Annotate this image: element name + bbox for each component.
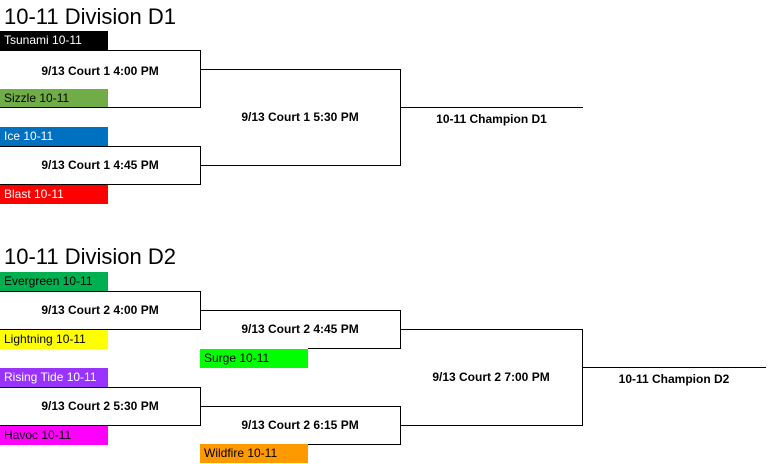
bracket-line — [400, 425, 583, 426]
team-d1-3[interactable]: Blast 10-11 — [0, 185, 108, 204]
team-d2-2[interactable]: Rising Tide 10-11 — [0, 368, 108, 387]
game-label: 9/13 Court 2 6:15 PM — [241, 418, 359, 432]
bracket-line — [400, 107, 583, 108]
bracket-line — [400, 329, 583, 330]
team-d1-0[interactable]: Tsunami 10-11 — [0, 31, 108, 50]
bracket-line — [0, 184, 201, 185]
bracket-line — [582, 367, 766, 368]
bracket-line — [200, 69, 401, 70]
bracket-line — [400, 69, 401, 166]
bracket-line — [0, 291, 201, 292]
bracket-line — [582, 329, 583, 426]
bracket-line — [0, 425, 201, 426]
champion-label: 10-11 Champion D1 — [436, 112, 547, 126]
team-d2-3[interactable]: Havoc 10-11 — [0, 426, 108, 445]
game-label: 9/13 Court 2 4:45 PM — [241, 322, 359, 336]
bracket-line — [200, 50, 201, 108]
champion-label: 10-11 Champion D2 — [618, 372, 730, 386]
bracket-line — [0, 387, 201, 388]
bracket-line — [0, 107, 201, 108]
game-label: 9/13 Court 2 7:00 PM — [432, 370, 550, 384]
division-d1-title: 10-11 Division D1 — [4, 4, 177, 29]
bracket-line — [200, 165, 401, 166]
bracket-line — [0, 50, 201, 51]
team-d2-0[interactable]: Evergreen 10-11 — [0, 272, 108, 291]
game-label: 9/13 Court 1 4:45 PM — [41, 158, 159, 172]
team-d1-1[interactable]: Sizzle 10-11 — [0, 89, 108, 108]
division-d2-title: 10-11 Division D2 — [4, 244, 177, 269]
game-label: 9/13 Court 1 5:30 PM — [241, 110, 359, 124]
bracket-line — [308, 348, 401, 349]
game-label: 9/13 Court 2 4:00 PM — [41, 303, 159, 317]
bracket-line — [200, 406, 401, 407]
bracket-line — [308, 444, 401, 445]
bracket-line — [0, 329, 201, 330]
team-d2-5[interactable]: Wildfire 10-11 — [200, 444, 308, 463]
team-d2-4[interactable]: Surge 10-11 — [200, 349, 308, 368]
bracket-line — [200, 310, 401, 311]
game-label: 9/13 Court 2 5:30 PM — [41, 399, 159, 413]
bracket-line — [0, 146, 201, 147]
team-d2-1[interactable]: Lightning 10-11 — [0, 330, 108, 349]
game-label: 9/13 Court 1 4:00 PM — [41, 64, 159, 78]
team-d1-2[interactable]: Ice 10-11 — [0, 127, 108, 146]
